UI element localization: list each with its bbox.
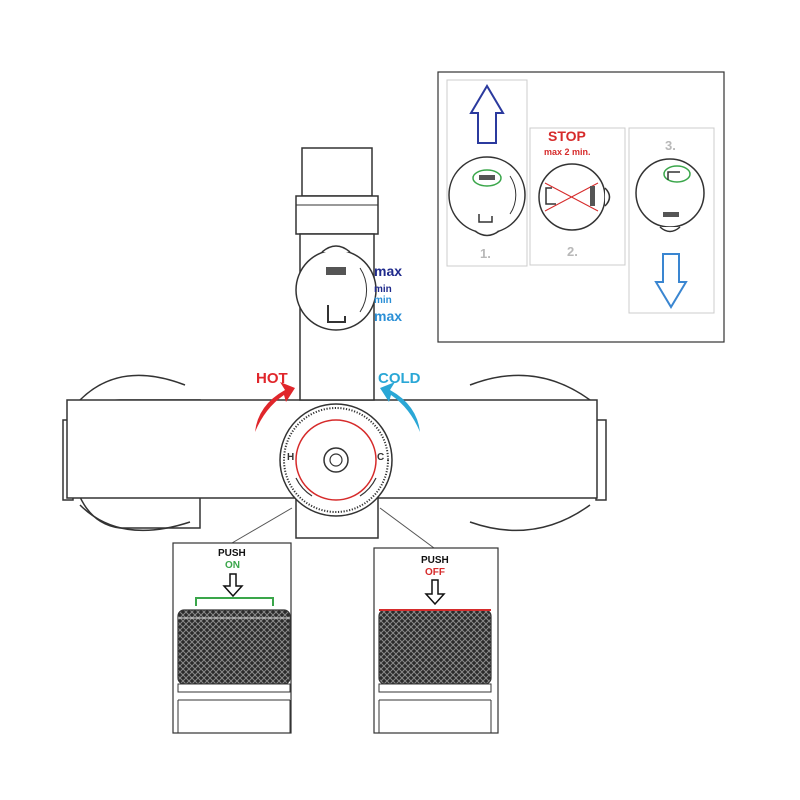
inset-step-2 [529, 127, 626, 266]
knob-on-push: PUSH [218, 548, 246, 559]
stop-label: STOP [548, 128, 586, 144]
arrow-up-icon [469, 84, 505, 144]
diverter-max-top: max [374, 263, 402, 279]
thermostatic-handle[interactable] [279, 403, 393, 517]
knob-on-state: ON [225, 560, 240, 571]
inset-step-3 [628, 127, 715, 314]
knob-off-push: PUSH [421, 555, 449, 566]
shower-head-icon [326, 267, 346, 275]
cold-mark: C [377, 452, 384, 463]
diverter-min-bottom: min [374, 295, 392, 306]
arrow-down-icon [654, 253, 688, 309]
step-1-label: 1. [480, 246, 491, 261]
step-2-label: 2. [567, 244, 578, 259]
push-down-arrow-icon [222, 573, 244, 598]
hot-label: HOT [256, 370, 288, 387]
cold-label: COLD [378, 370, 421, 387]
leader-line-right [379, 507, 435, 549]
knob-callout-on [172, 542, 292, 734]
stop-note: max 2 min. [544, 147, 591, 157]
hot-mark: H [287, 452, 294, 463]
diverter-max-bottom: max [374, 308, 402, 324]
inset-step-1 [446, 79, 528, 267]
diverter-dial[interactable] [295, 245, 377, 331]
diverter-min-top: min [374, 284, 392, 295]
knob-callout-off [373, 547, 499, 734]
step-3-label: 3. [665, 138, 676, 153]
push-down-arrow-icon [424, 579, 446, 606]
knob-off-state: OFF [425, 567, 445, 578]
spout-icon [327, 305, 346, 323]
leader-line-left [231, 507, 293, 544]
cold-arrow-icon [380, 382, 420, 432]
hot-arrow-icon [255, 382, 295, 432]
